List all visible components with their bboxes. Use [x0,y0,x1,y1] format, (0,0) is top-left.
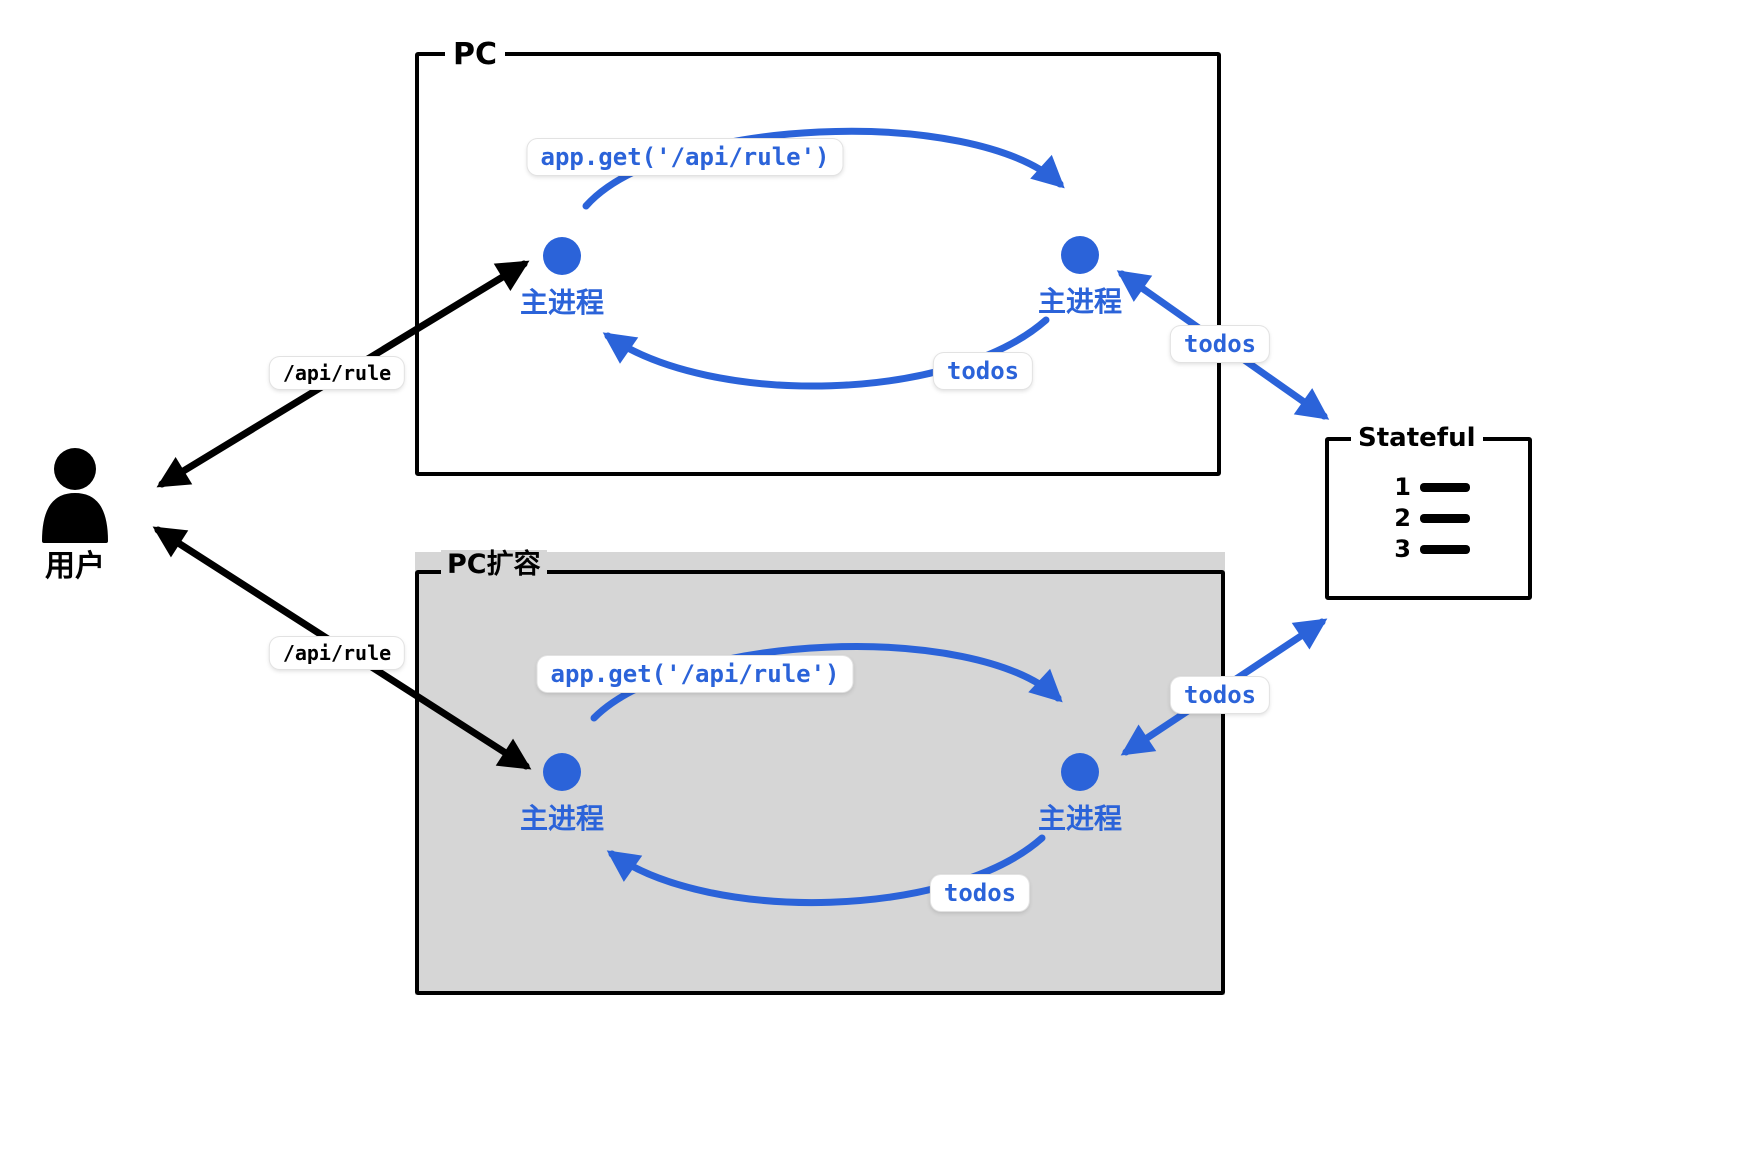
pc-ext-box-title: PC扩容 [441,550,547,580]
pc-box-title: PC [445,38,506,71]
stateful-box-title: Stateful [1351,424,1483,453]
pc-left-process-dot [543,237,581,275]
pc-ext-stateful-label: todos [1170,677,1270,713]
pc-ext-right-process-label: 主进程 [1037,802,1123,835]
list-number: 2 [1394,504,1411,532]
pc-ext-response-label: todos [930,875,1030,911]
pc-request-label: app.get('/api/rule') [527,139,843,175]
user-figure [38,447,112,547]
user-pc-label: /api/rule [269,357,405,389]
list-bar-icon [1420,513,1470,523]
pc-ext-right-process-dot [1061,753,1099,791]
pc-response-label: todos [933,353,1033,389]
pc-left-process-label: 主进程 [519,286,605,319]
user-icon [42,448,108,543]
list-item: 3 [1393,537,1470,561]
pc-ext-left-process-dot [543,753,581,791]
list-number: 3 [1394,535,1411,563]
pc-stateful-label: todos [1170,326,1270,362]
stateful-box: Stateful 1 2 3 [1325,424,1532,600]
list-number: 1 [1394,473,1411,501]
pc-ext-left-process-label: 主进程 [519,802,605,835]
list-bar-icon [1420,482,1470,492]
pc-ext-box: PC扩容 [415,550,1225,995]
pc-ext-request-label: app.get('/api/rule') [537,656,853,692]
pc-box: PC [415,38,1221,476]
numbered-list-icon: 1 2 3 [1393,475,1470,561]
pc-ext-box-border [415,570,1225,995]
pc-right-process-label: 主进程 [1037,285,1123,318]
user-pc-ext-label: /api/rule [269,637,405,669]
list-item: 2 [1393,506,1470,530]
list-item: 1 [1393,475,1470,499]
pc-right-process-dot [1061,236,1099,274]
user-label: 用户 [45,549,105,584]
list-bar-icon [1420,544,1470,554]
